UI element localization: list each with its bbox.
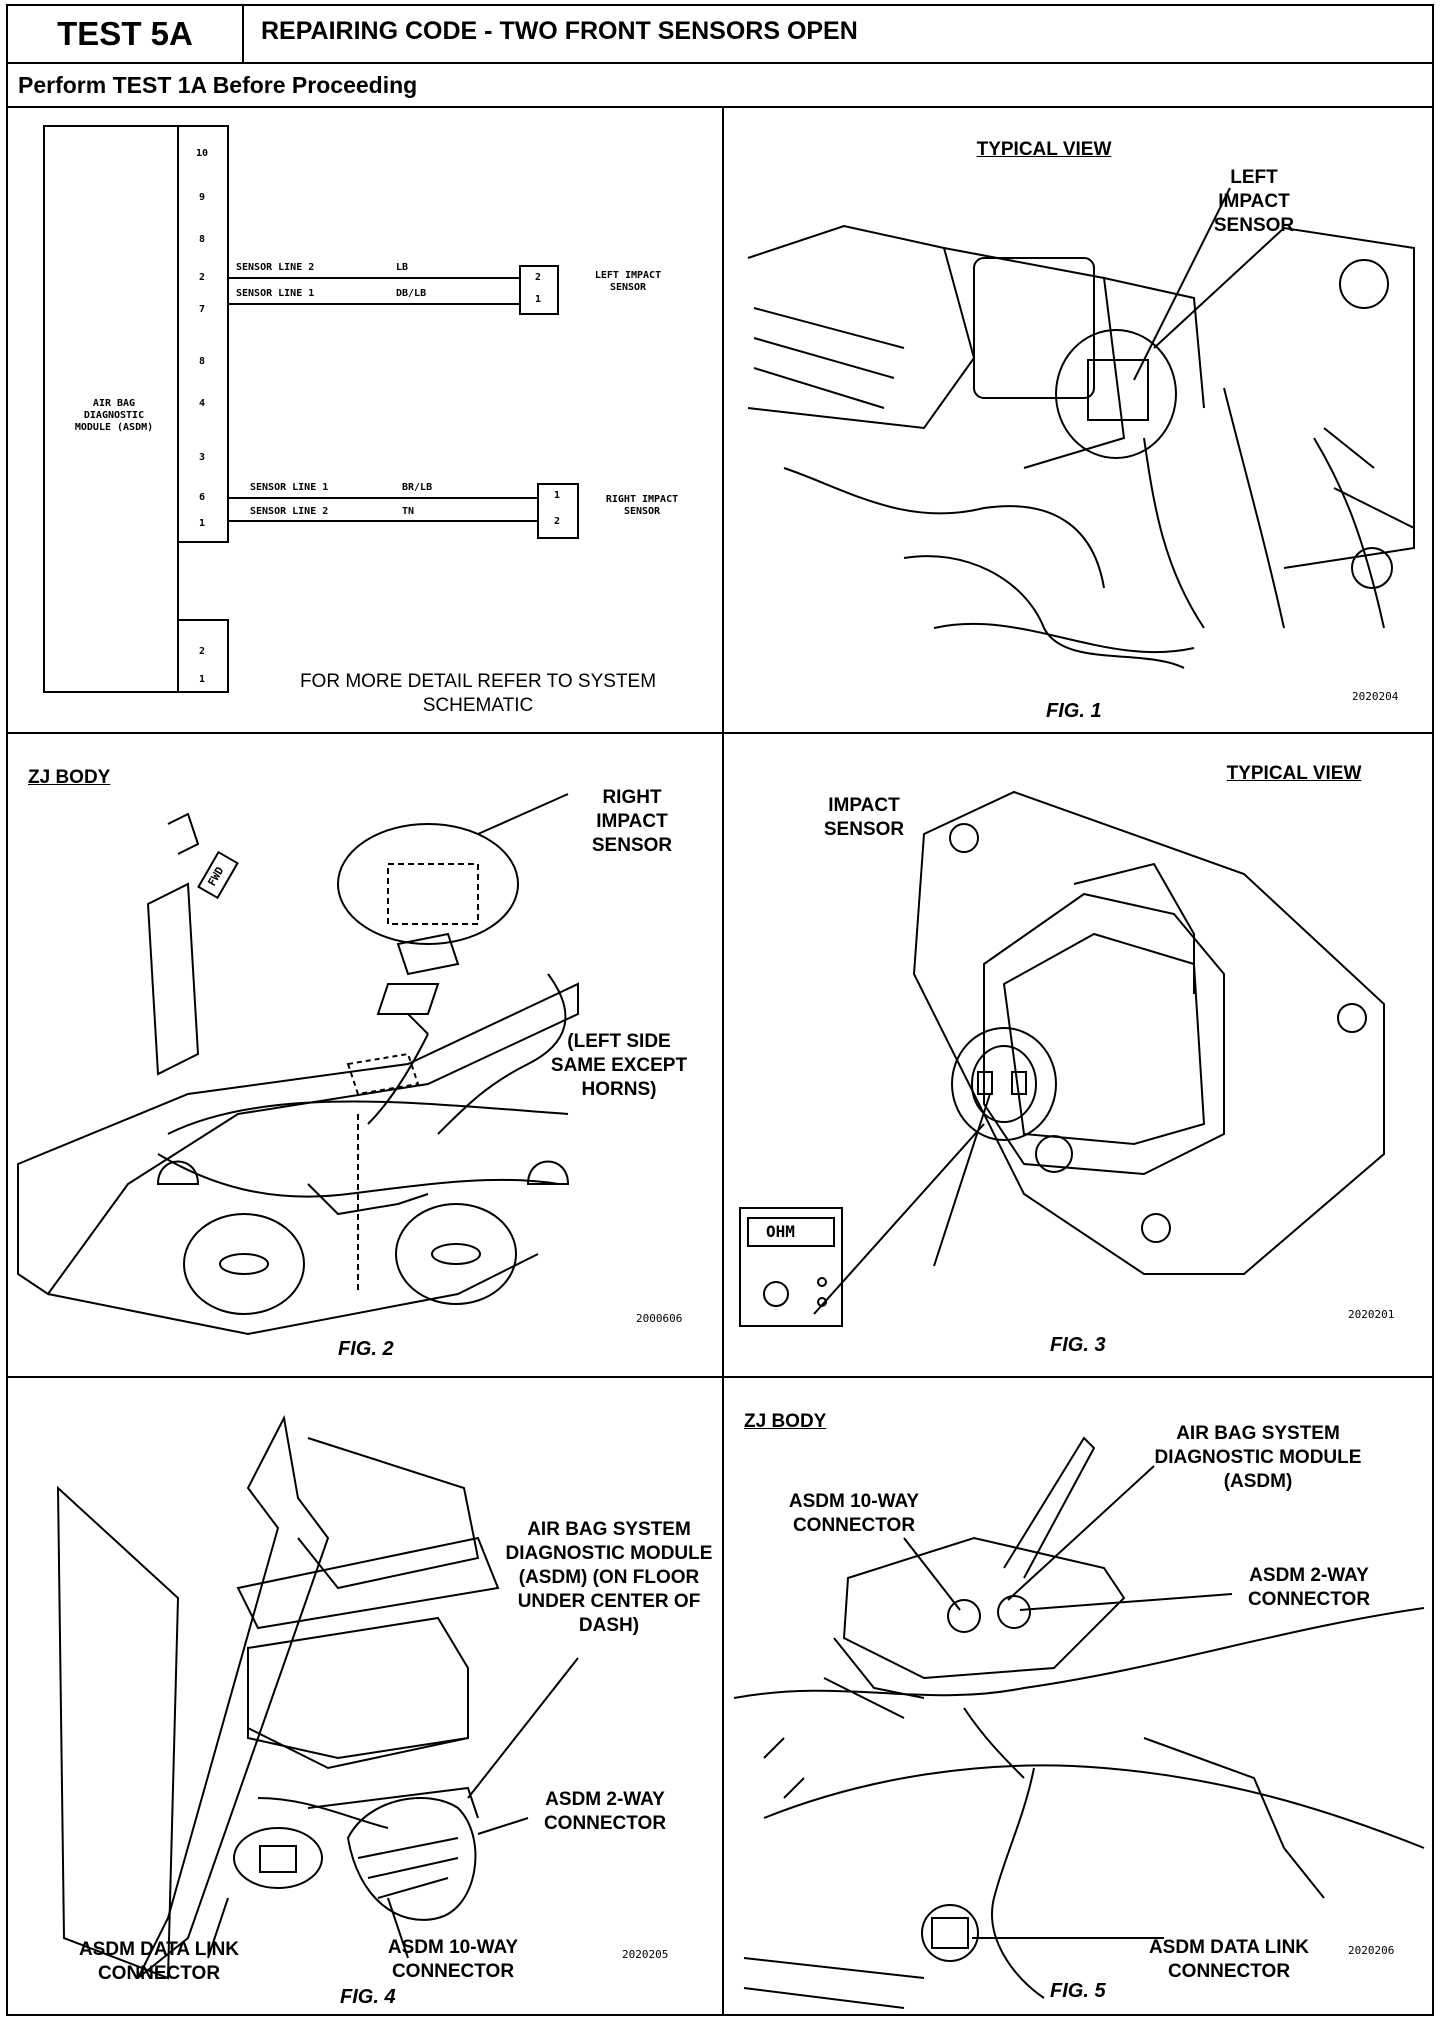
fig3-sensor-label: IMPACT SENSOR bbox=[823, 795, 905, 840]
schematic-panel: AIR BAG DIAGNOSTIC MODULE (ASDM) 10 9 8 … bbox=[8, 108, 722, 732]
ohm-meter-label: OHM bbox=[766, 1222, 795, 1241]
fig5-body-label: ZJ BODY bbox=[744, 1411, 827, 1432]
fig2-note: (LEFT SIDE SAME EXCEPT HORNS) bbox=[550, 1031, 688, 1100]
wire-color: DB/LB bbox=[396, 288, 427, 299]
right-sensor-label: RIGHT IMPACT SENSOR bbox=[605, 494, 679, 517]
fig5-illustration bbox=[733, 1436, 1425, 2009]
fig3-view-label: TYPICAL VIEW bbox=[1226, 763, 1362, 784]
pin-label: 8 bbox=[199, 234, 206, 245]
fig5-datalink-label: ASDM DATA LINK CONNECTOR bbox=[1148, 1937, 1310, 1982]
fig4-panel: AIR BAG SYSTEM DIAGNOSTIC MODULE (ASDM) … bbox=[8, 1378, 722, 2016]
fig4-illustration bbox=[56, 1414, 579, 1980]
sensor-pin: 2 bbox=[535, 272, 542, 283]
fig2-caption: FIG. 2 bbox=[338, 1338, 394, 1360]
pin-label: 2 bbox=[199, 272, 206, 283]
fig2-panel: ZJ BODY RIGHT IMPACT SENSOR FWD (LEFT SI… bbox=[8, 734, 722, 1376]
pin-label: 2 bbox=[199, 646, 206, 657]
sensor-pin: 2 bbox=[554, 516, 561, 527]
pin-label: 1 bbox=[199, 674, 206, 685]
fig4-2way-label: ASDM 2-WAY CONNECTOR bbox=[543, 1789, 667, 1834]
fig1-view-label: TYPICAL VIEW bbox=[976, 139, 1112, 160]
fig4-10way-label: ASDM 10-WAY CONNECTOR bbox=[387, 1937, 519, 1982]
pin-label: 6 bbox=[199, 492, 206, 503]
fig5-code: 2020206 bbox=[1348, 1944, 1395, 1957]
pin-label: 1 bbox=[199, 518, 206, 529]
fig4-datalink-label: ASDM DATA LINK CONNECTOR bbox=[78, 1939, 240, 1984]
header-bar: TEST 5A REPAIRING CODE - TWO FRONT SENSO… bbox=[8, 6, 1432, 64]
row-divider-2 bbox=[8, 1376, 1432, 1378]
wire-name: SENSOR LINE 2 bbox=[250, 506, 329, 517]
fig5-10way-label: ASDM 10-WAY CONNECTOR bbox=[788, 1491, 920, 1536]
fig5-asdm-label: AIR BAG SYSTEM DIAGNOSTIC MODULE (ASDM) bbox=[1154, 1423, 1362, 1492]
wire-color: TN bbox=[402, 506, 415, 517]
fig1-caption: FIG. 1 bbox=[1046, 700, 1102, 722]
pin-label: 3 bbox=[199, 452, 206, 463]
fig2-body-label: ZJ BODY bbox=[28, 767, 111, 788]
service-manual-page: TEST 5A REPAIRING CODE - TWO FRONT SENSO… bbox=[6, 4, 1434, 2016]
column-divider bbox=[722, 108, 724, 2016]
fig2-illustration bbox=[17, 793, 579, 1336]
pin-label: 9 bbox=[199, 192, 206, 203]
fig3-code: 2020201 bbox=[1348, 1308, 1395, 1321]
fig4-caption: FIG. 4 bbox=[340, 1986, 396, 2008]
schematic-drawing bbox=[43, 125, 579, 693]
pin-label: 8 bbox=[199, 356, 206, 367]
fig2-code: 2000606 bbox=[636, 1312, 683, 1325]
row-divider-1 bbox=[8, 732, 1432, 734]
fig5-2way-label: ASDM 2-WAY CONNECTOR bbox=[1247, 1565, 1371, 1610]
fig3-panel: TYPICAL VIEW IMPACT SENSOR OHM 2020201 F… bbox=[724, 734, 1436, 1376]
pin-label: 10 bbox=[196, 148, 209, 159]
fig4-code: 2020205 bbox=[622, 1948, 669, 1961]
fig1-sensor-label: LEFT IMPACT SENSOR bbox=[1213, 167, 1295, 236]
wire-color: BR/LB bbox=[402, 482, 433, 493]
pin-label: 7 bbox=[199, 304, 206, 315]
fig5-panel: ZJ BODY AIR BAG SYSTEM DIAGNOSTIC MODULE… bbox=[724, 1378, 1436, 2016]
wire-color: LB bbox=[396, 262, 409, 273]
test-id: TEST 5A bbox=[8, 6, 244, 62]
wire-name: SENSOR LINE 2 bbox=[236, 262, 315, 273]
fig2-sensor-label: RIGHT IMPACT SENSOR bbox=[591, 787, 673, 856]
fig3-illustration bbox=[739, 790, 1385, 1327]
sensor-pin: 1 bbox=[535, 294, 542, 305]
wire-name: SENSOR LINE 1 bbox=[250, 482, 329, 493]
test-title: REPAIRING CODE - TWO FRONT SENSORS OPEN bbox=[261, 17, 858, 45]
schematic-note: FOR MORE DETAIL REFER TO SYSTEM SCHEMATI… bbox=[299, 671, 657, 716]
pin-label: 4 bbox=[199, 398, 206, 409]
module-label: AIR BAG DIAGNOSTIC MODULE (ASDM) bbox=[74, 398, 154, 433]
fig3-caption: FIG. 3 bbox=[1050, 1334, 1106, 1356]
fig4-asdm-label: AIR BAG SYSTEM DIAGNOSTIC MODULE (ASDM) … bbox=[505, 1519, 713, 1636]
left-sensor-label: LEFT IMPACT SENSOR bbox=[594, 270, 662, 293]
fig1-illustration bbox=[747, 187, 1415, 669]
sensor-pin: 1 bbox=[554, 490, 561, 501]
fig1-code: 2020204 bbox=[1352, 690, 1399, 703]
prerequisite-note: Perform TEST 1A Before Proceeding bbox=[8, 64, 1432, 108]
wire-name: SENSOR LINE 1 bbox=[236, 288, 315, 299]
fig5-caption: FIG. 5 bbox=[1050, 1980, 1106, 2002]
fig1-panel: TYPICAL VIEW LEFT IMPACT SENSOR 2020204 … bbox=[724, 108, 1436, 732]
